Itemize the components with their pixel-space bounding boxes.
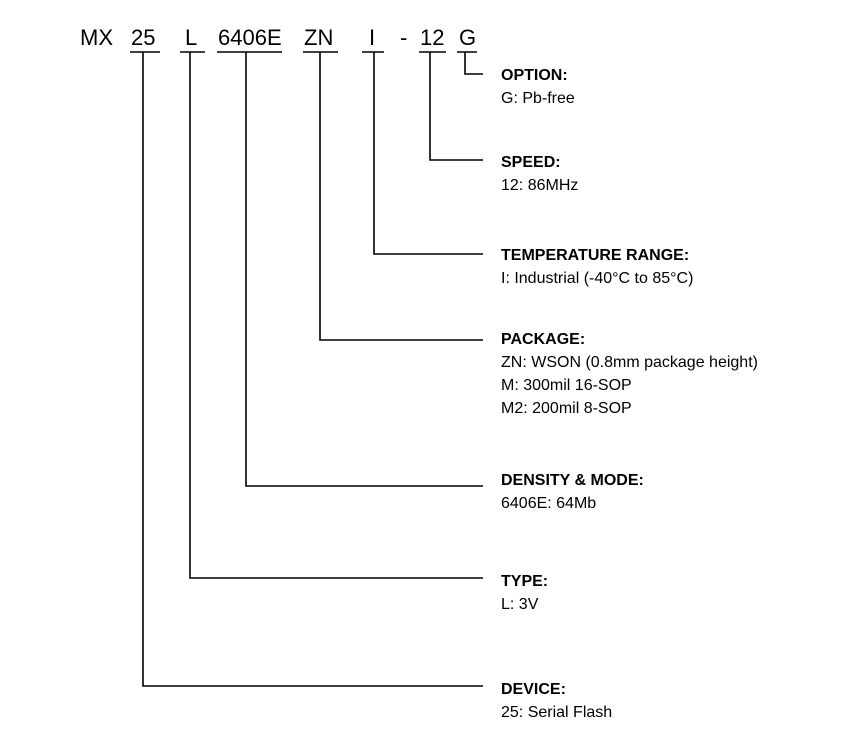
field-temperature-range: TEMPERATURE RANGE: I: Industrial (-40°C … [501, 247, 693, 287]
segment-dash: - [400, 25, 407, 50]
field-package: PACKAGE: ZN: WSON (0.8mm package height)… [501, 331, 758, 417]
leader-lines [142, 52, 483, 687]
field-option: OPTION: G: Pb-free [501, 67, 575, 107]
segment-speed: 12 [420, 25, 444, 50]
field-line: M2: 200mil 8-SOP [501, 400, 632, 417]
field-title: SPEED: [501, 154, 561, 171]
field-line: 25: Serial Flash [501, 704, 612, 721]
field-line: I: Industrial (-40°C to 85°C) [501, 270, 693, 287]
leader-density [245, 52, 483, 487]
field-title: PACKAGE: [501, 331, 585, 348]
part-number: MX 25 L 6406E ZN I - 12 G [80, 25, 476, 50]
field-type: TYPE: L: 3V [501, 573, 548, 613]
leader-device [142, 52, 483, 687]
field-line: 12: 86MHz [501, 177, 578, 194]
leader-package [319, 52, 483, 341]
segment-type: L [185, 25, 197, 50]
field-line: 6406E: 64Mb [501, 495, 596, 512]
segment-prefix: MX [80, 25, 113, 50]
field-title: DENSITY & MODE: [501, 472, 644, 489]
segment-device: 25 [131, 25, 155, 50]
leader-type [189, 52, 483, 579]
field-line: M: 300mil 16-SOP [501, 377, 632, 394]
field-density-mode: DENSITY & MODE: 6406E: 64Mb [501, 472, 644, 512]
leader-speed [429, 52, 483, 161]
segment-option: G [459, 25, 476, 50]
field-title: TYPE: [501, 573, 548, 590]
field-line: G: Pb-free [501, 90, 575, 107]
field-device: DEVICE: 25: Serial Flash [501, 681, 612, 721]
field-title: TEMPERATURE RANGE: [501, 247, 689, 264]
segment-density: 6406E [218, 25, 282, 50]
segment-temperature: I [369, 25, 375, 50]
leader-option [464, 52, 483, 75]
field-line: L: 3V [501, 596, 539, 613]
field-title: OPTION: [501, 67, 568, 84]
field-title: DEVICE: [501, 681, 566, 698]
segment-package: ZN [304, 25, 333, 50]
field-line: ZN: WSON (0.8mm package height) [501, 354, 758, 371]
field-speed: SPEED: 12: 86MHz [501, 154, 578, 194]
leader-temperature [373, 52, 483, 255]
